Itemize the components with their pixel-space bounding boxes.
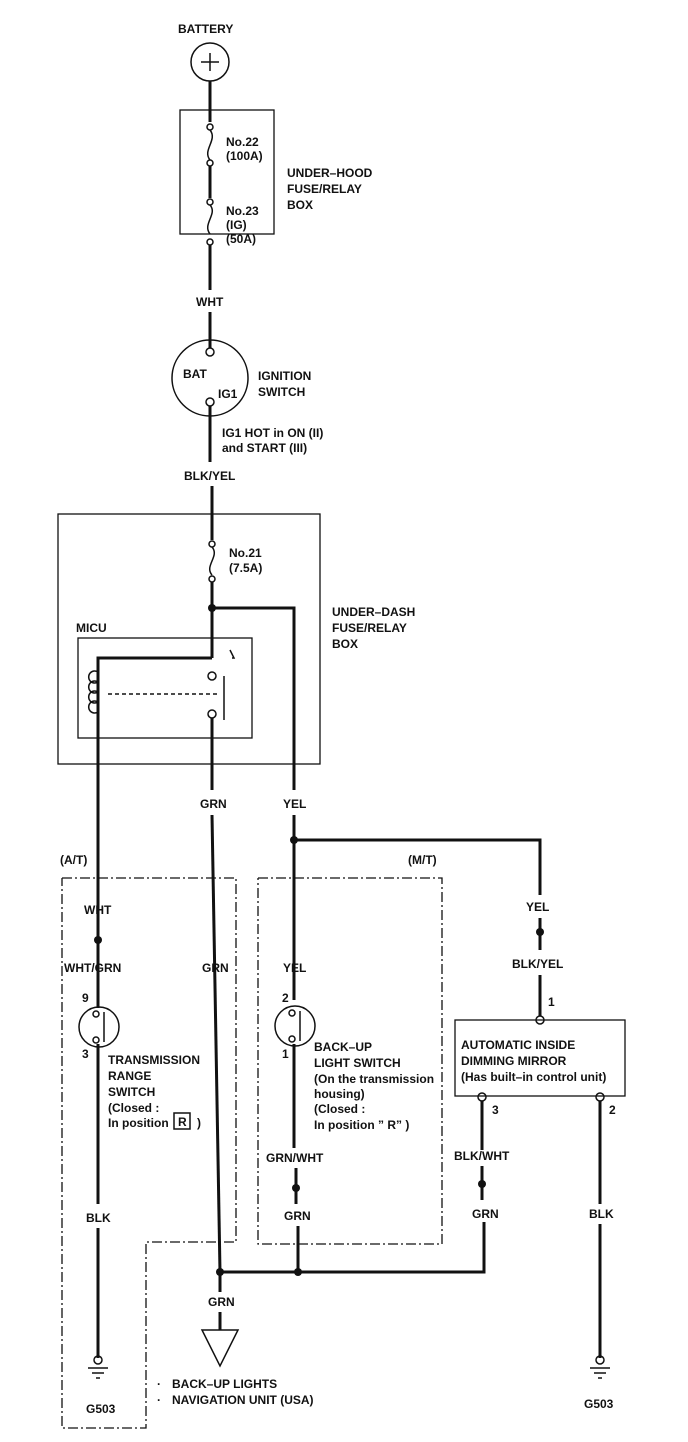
wire-color-grn-center: GRN [284, 1209, 311, 1223]
mt-label: (M/T) [408, 853, 437, 867]
at-label: (A/T) [60, 853, 87, 867]
wire-color-blk-yel-top: BLK/YEL [184, 469, 235, 483]
backup-switch-pin-2: 2 [282, 991, 289, 1005]
trs-pin-9: 9 [82, 991, 89, 1005]
ignition-ig1-terminal: IG1 [218, 387, 238, 401]
trs-label-2: RANGE [108, 1069, 151, 1083]
bullet-2: · [157, 1393, 161, 1407]
ig1-hot-label-2: and START (III) [222, 441, 307, 455]
wire-color-blk-right: BLK [589, 1207, 614, 1221]
wire-color-wht-at: WHT [84, 903, 112, 917]
wire-color-grn-bottom: GRN [208, 1295, 235, 1309]
backup-lights-label: BACK–UP LIGHTS [172, 1377, 277, 1391]
underhood-label-2: FUSE/RELAY [287, 182, 362, 196]
backup-label-6: In position ” R” ) [314, 1118, 409, 1132]
fuse21-number: No.21 [229, 546, 262, 560]
trs-pin-3: 3 [82, 1047, 89, 1061]
underhood-fuse-box [179, 109, 275, 235]
ig1-hot-label-1: IG1 HOT in ON (II) [222, 426, 323, 440]
fuse23-ig: (IG) [226, 218, 247, 232]
trs-label-1: TRANSMISSION [108, 1053, 200, 1067]
wire-color-blk-yel-right: BLK/YEL [512, 957, 563, 971]
backup-label-2: LIGHT SWITCH [314, 1056, 401, 1070]
mirror-pin-3: 3 [492, 1103, 499, 1117]
fuse21-rating: (7.5A) [229, 561, 262, 575]
trs-label-4: (Closed : [108, 1101, 159, 1115]
auto-dimming-mirror-box [454, 1019, 626, 1097]
ground-g503-left: G503 [86, 1402, 116, 1416]
ground-g503-right: G503 [584, 1397, 614, 1411]
micu-box [77, 637, 253, 739]
backup-label-3: (On the transmission [314, 1072, 434, 1086]
fuse22-rating: (100A) [226, 149, 263, 163]
backup-label-5: (Closed : [314, 1102, 365, 1116]
ignition-bat-terminal: BAT [183, 367, 207, 381]
navigation-unit-label: NAVIGATION UNIT (USA) [172, 1393, 314, 1407]
backup-label-1: BACK–UP [314, 1040, 372, 1054]
wire-color-yel-right: YEL [526, 900, 549, 914]
underdash-label-2: FUSE/RELAY [332, 621, 407, 635]
ground-symbol-left [88, 1355, 108, 1379]
backup-label-4: housing) [314, 1087, 365, 1101]
mirror-label-3: (Has built–in control unit) [461, 1070, 606, 1084]
backup-switch-pin-1: 1 [282, 1047, 289, 1061]
wire-color-grn-wht: GRN/WHT [266, 1151, 324, 1165]
bullet-1: · [157, 1377, 161, 1391]
fuse23-rating: (50A) [226, 232, 256, 246]
wire-color-grn-mid: GRN [200, 797, 227, 811]
wire-color-yel-mid: YEL [283, 797, 306, 811]
underdash-fuse-box [57, 513, 321, 765]
backup-lights-arrow [200, 1329, 240, 1368]
ground-symbol-right [590, 1355, 610, 1379]
wire-color-yel-center: YEL [283, 961, 306, 975]
trs-position-r: R [178, 1115, 187, 1129]
fuse23-number: No.23 [226, 204, 259, 218]
mirror-pin-2: 2 [609, 1103, 616, 1117]
underhood-label-1: UNDER–HOOD [287, 166, 373, 180]
mirror-label-2: DIMMING MIRROR [461, 1054, 567, 1068]
mirror-label-1: AUTOMATIC INSIDE [461, 1038, 575, 1052]
ignition-label-1: IGNITION [258, 369, 311, 383]
underdash-label-1: UNDER–DASH [332, 605, 415, 619]
underdash-label-3: BOX [332, 637, 358, 651]
wire-color-grn-left: GRN [202, 961, 229, 975]
fuse22-number: No.22 [226, 135, 259, 149]
trs-label-close: ) [197, 1116, 201, 1130]
trs-label-5: In position [108, 1116, 169, 1130]
micu-label: MICU [76, 621, 107, 635]
trs-label-3: SWITCH [108, 1085, 155, 1099]
wire-color-blk-left: BLK [86, 1211, 111, 1225]
wire-color-wht-top: WHT [196, 295, 224, 309]
mirror-pin-1: 1 [548, 995, 555, 1009]
wire-color-grn-right: GRN [472, 1207, 499, 1221]
ignition-label-2: SWITCH [258, 385, 305, 399]
wire-color-wht-grn: WHT/GRN [64, 961, 121, 975]
wire-color-blk-wht: BLK/WHT [454, 1149, 510, 1163]
battery-label: BATTERY [178, 22, 233, 36]
underhood-label-3: BOX [287, 198, 313, 212]
